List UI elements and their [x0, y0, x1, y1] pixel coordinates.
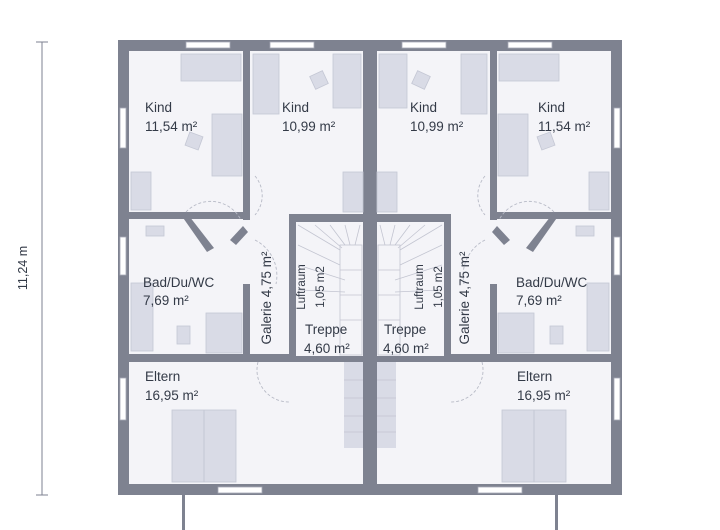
room-area-bad-right: 7,69 m² — [516, 293, 562, 308]
room-area-luftraum-right: 1,05 m2 — [433, 266, 445, 308]
room-label-galerie-left: Galerie 4,75 m² — [259, 251, 274, 345]
room-name-bad-left: Bad/Du/WC — [143, 275, 215, 290]
furniture — [130, 53, 610, 483]
room-name-treppe-right: Treppe — [384, 322, 426, 337]
room-area-kind-4: 11,54 m² — [538, 119, 591, 134]
room-name-luftraum-right: Luftraum — [414, 264, 426, 309]
room-name-luftraum-left: Luftraum — [296, 264, 308, 309]
room-name-kind-1: Kind — [145, 100, 172, 115]
room-area-treppe-right: 4,60 m² — [383, 341, 429, 356]
room-name-kind-4: Kind — [538, 100, 565, 115]
room-name-bad-right: Bad/Du/WC — [516, 275, 588, 290]
room-name-eltern-right: Eltern — [517, 369, 552, 384]
room-area-kind-2: 10,99 m² — [282, 119, 336, 134]
room-name-kind-3: Kind — [410, 100, 437, 115]
room-name-kind-2: Kind — [282, 100, 309, 115]
room-area-eltern-right: 16,95 m² — [517, 388, 571, 403]
posts — [182, 495, 558, 530]
dimension-line: 11,24 m — [16, 41, 48, 496]
stairs-right — [377, 224, 443, 448]
room-labels: Kind 11,54 m² Kind 10,99 m² Kind 10,99 m… — [143, 100, 591, 403]
room-area-eltern-left: 16,95 m² — [145, 388, 199, 403]
stairs-left — [297, 224, 363, 448]
windows — [119, 41, 621, 494]
room-name-treppe-left: Treppe — [305, 322, 347, 337]
room-area-kind-3: 10,99 m² — [410, 119, 464, 134]
dimension-label: 11,24 m — [16, 246, 30, 290]
room-label-galerie-right: Galerie 4,75 m² — [457, 251, 472, 345]
door-swings — [185, 175, 555, 403]
room-area-kind-1: 11,54 m² — [145, 119, 198, 134]
room-area-luftraum-left: 1,05 m2 — [315, 266, 327, 308]
room-name-eltern-left: Eltern — [145, 369, 180, 384]
room-area-bad-left: 7,69 m² — [143, 293, 189, 308]
interior-walls — [129, 40, 611, 495]
room-area-treppe-left: 4,60 m² — [304, 341, 350, 356]
